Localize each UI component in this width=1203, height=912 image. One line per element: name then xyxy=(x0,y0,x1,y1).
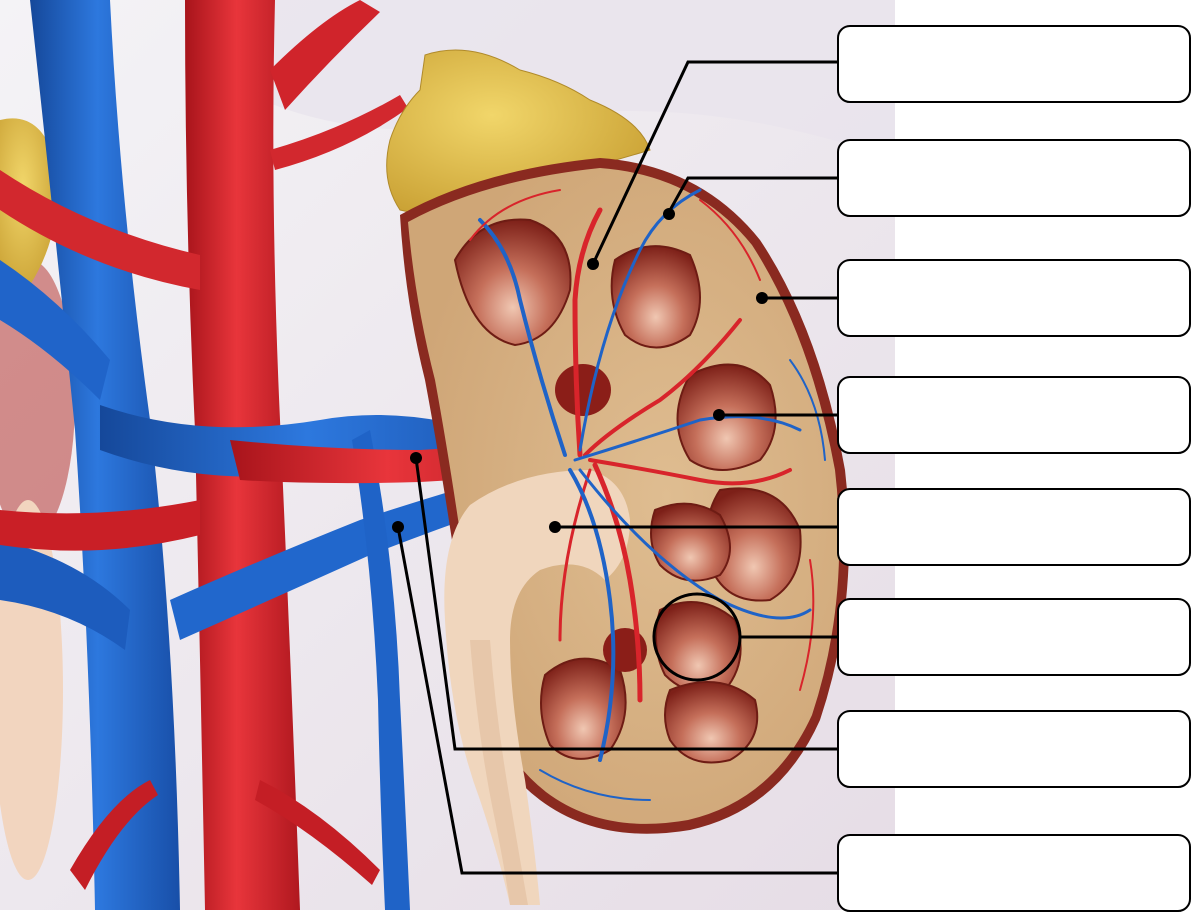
leader-dot-5 xyxy=(549,521,561,533)
leader-dot-1 xyxy=(587,258,599,270)
label-box-7[interactable] xyxy=(837,710,1191,788)
leader-dot-3 xyxy=(756,292,768,304)
label-box-2[interactable] xyxy=(837,139,1191,217)
label-box-6[interactable] xyxy=(837,598,1191,676)
label-box-8[interactable] xyxy=(837,834,1191,912)
label-box-4[interactable] xyxy=(837,376,1191,454)
leader-dot-4 xyxy=(713,409,725,421)
label-box-1[interactable] xyxy=(837,25,1191,103)
leader-dot-2 xyxy=(663,208,675,220)
label-box-5[interactable] xyxy=(837,488,1191,566)
label-box-3[interactable] xyxy=(837,259,1191,337)
leader-dot-7 xyxy=(410,452,422,464)
renal-pyramid-2 xyxy=(612,246,700,347)
minor-calyx-upper xyxy=(555,364,611,416)
leader-dot-8 xyxy=(392,521,404,533)
